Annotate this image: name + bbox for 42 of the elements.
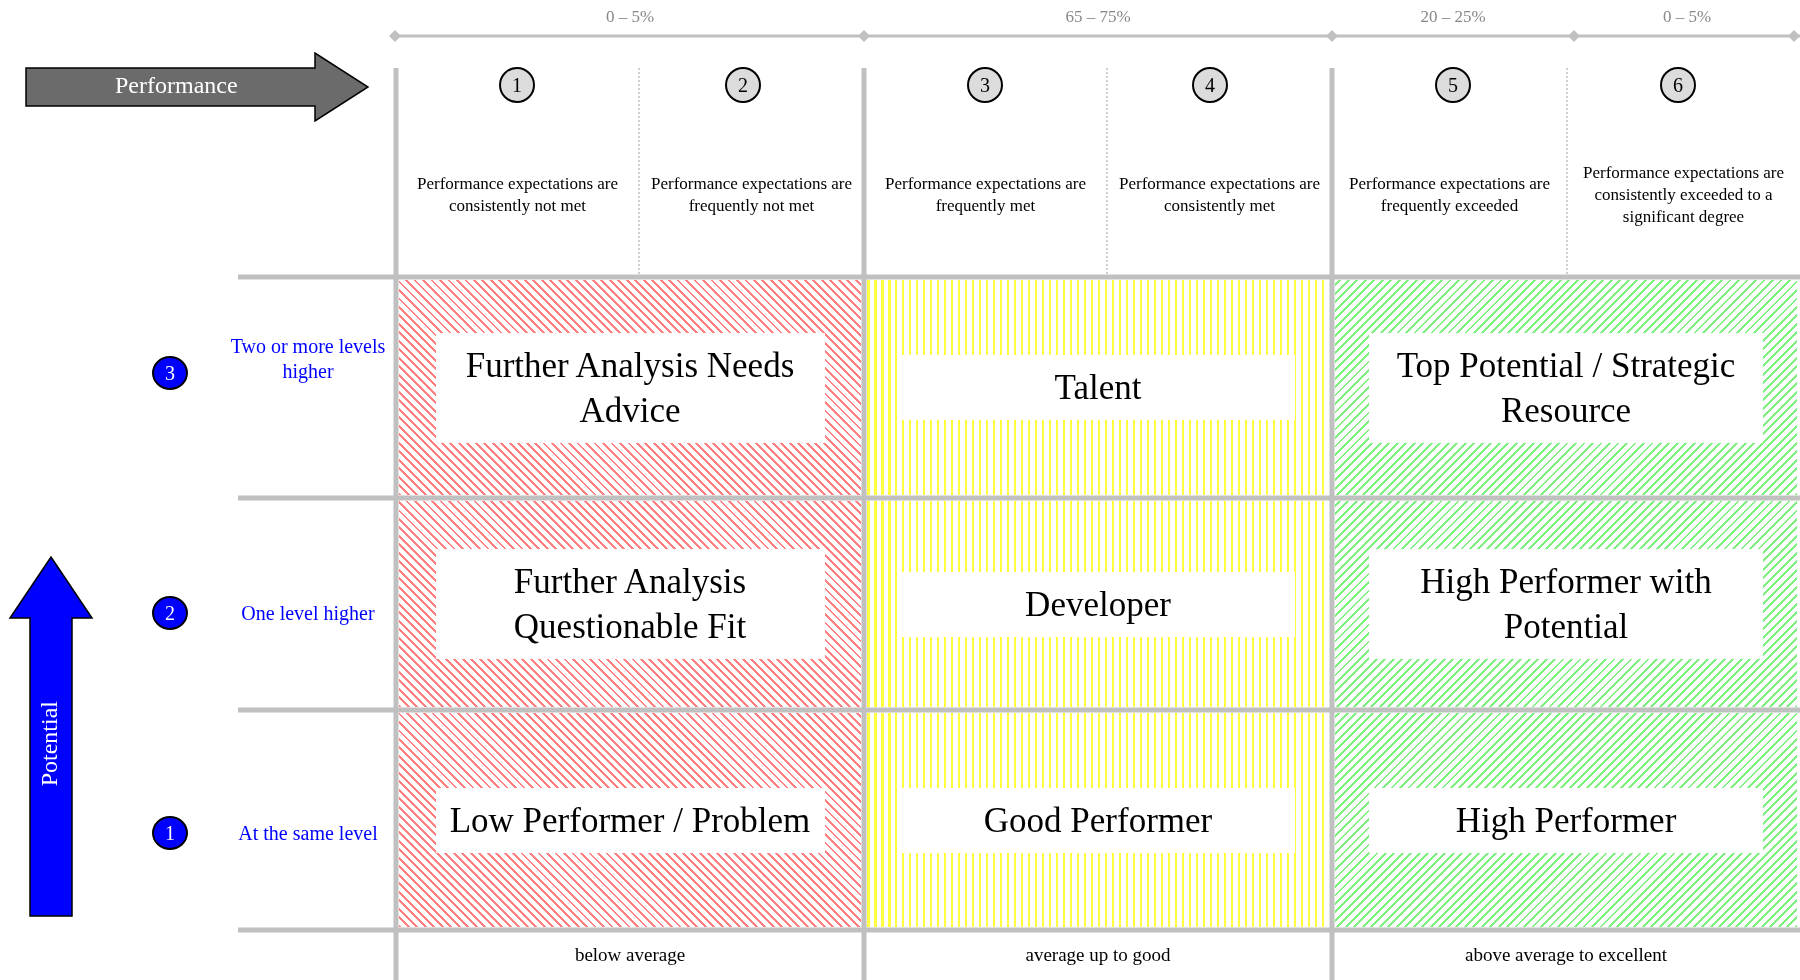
number-circle: 4 <box>1192 67 1228 103</box>
number-circle: 1 <box>499 67 535 103</box>
category-label: Good Performer <box>901 787 1295 853</box>
number-circle: 2 <box>152 596 188 630</box>
column-description: Performance expectations are consistently not met <box>415 173 620 217</box>
column-description: Performance expectations are consistently met <box>1117 173 1322 217</box>
column-description: Performance expectations are frequently exceeded <box>1347 173 1552 217</box>
number-circle: 5 <box>1435 67 1471 103</box>
hatched-cell <box>1335 501 1797 707</box>
category-label: Further Analysis Questionable Fit <box>435 549 825 659</box>
range-label: 0 – 5% <box>604 6 656 28</box>
row-label: At the same level <box>237 820 379 846</box>
number-circle: 2 <box>725 67 761 103</box>
arrow-label: Performance <box>115 72 238 99</box>
hatched-cell <box>1335 280 1797 495</box>
number-circle: 3 <box>967 67 1003 103</box>
range-label: 65 – 75% <box>1064 6 1132 28</box>
hatched-cell <box>399 501 861 707</box>
column-description: Performance expectations are frequently not met <box>649 173 854 217</box>
hatched-cell <box>1335 713 1797 927</box>
number-circle: 1 <box>152 816 188 850</box>
hatched-cell <box>399 280 861 495</box>
column-group-label: average up to good <box>1024 943 1172 967</box>
range-label: 0 – 5% <box>1661 6 1713 28</box>
category-label: High Performer <box>1369 787 1763 853</box>
number-circle: 6 <box>1660 67 1696 103</box>
range-label: 20 – 25% <box>1419 6 1487 28</box>
hatched-cell <box>399 713 861 927</box>
column-group-label: above average to excellent <box>1464 943 1668 967</box>
category-label: Top Potential / Strategic Resource <box>1369 332 1763 443</box>
number-circle: 3 <box>152 356 188 390</box>
category-label: High Performer with Potential <box>1369 549 1763 659</box>
category-label: Further Analysis Needs Advice <box>435 332 825 443</box>
category-label: Talent <box>901 355 1295 420</box>
arrow-label: Potential <box>36 701 63 787</box>
row-label: One level higher <box>240 600 376 627</box>
category-label: Low Performer / Problem <box>435 787 825 853</box>
column-description: Performance expectations are consistently exceeded to a significant degree <box>1581 162 1786 228</box>
row-label: Two or more levels higher <box>229 334 387 385</box>
column-group-label: below average <box>573 943 687 967</box>
category-label: Developer <box>901 571 1295 637</box>
column-description: Performance expectations are frequently met <box>883 173 1088 217</box>
